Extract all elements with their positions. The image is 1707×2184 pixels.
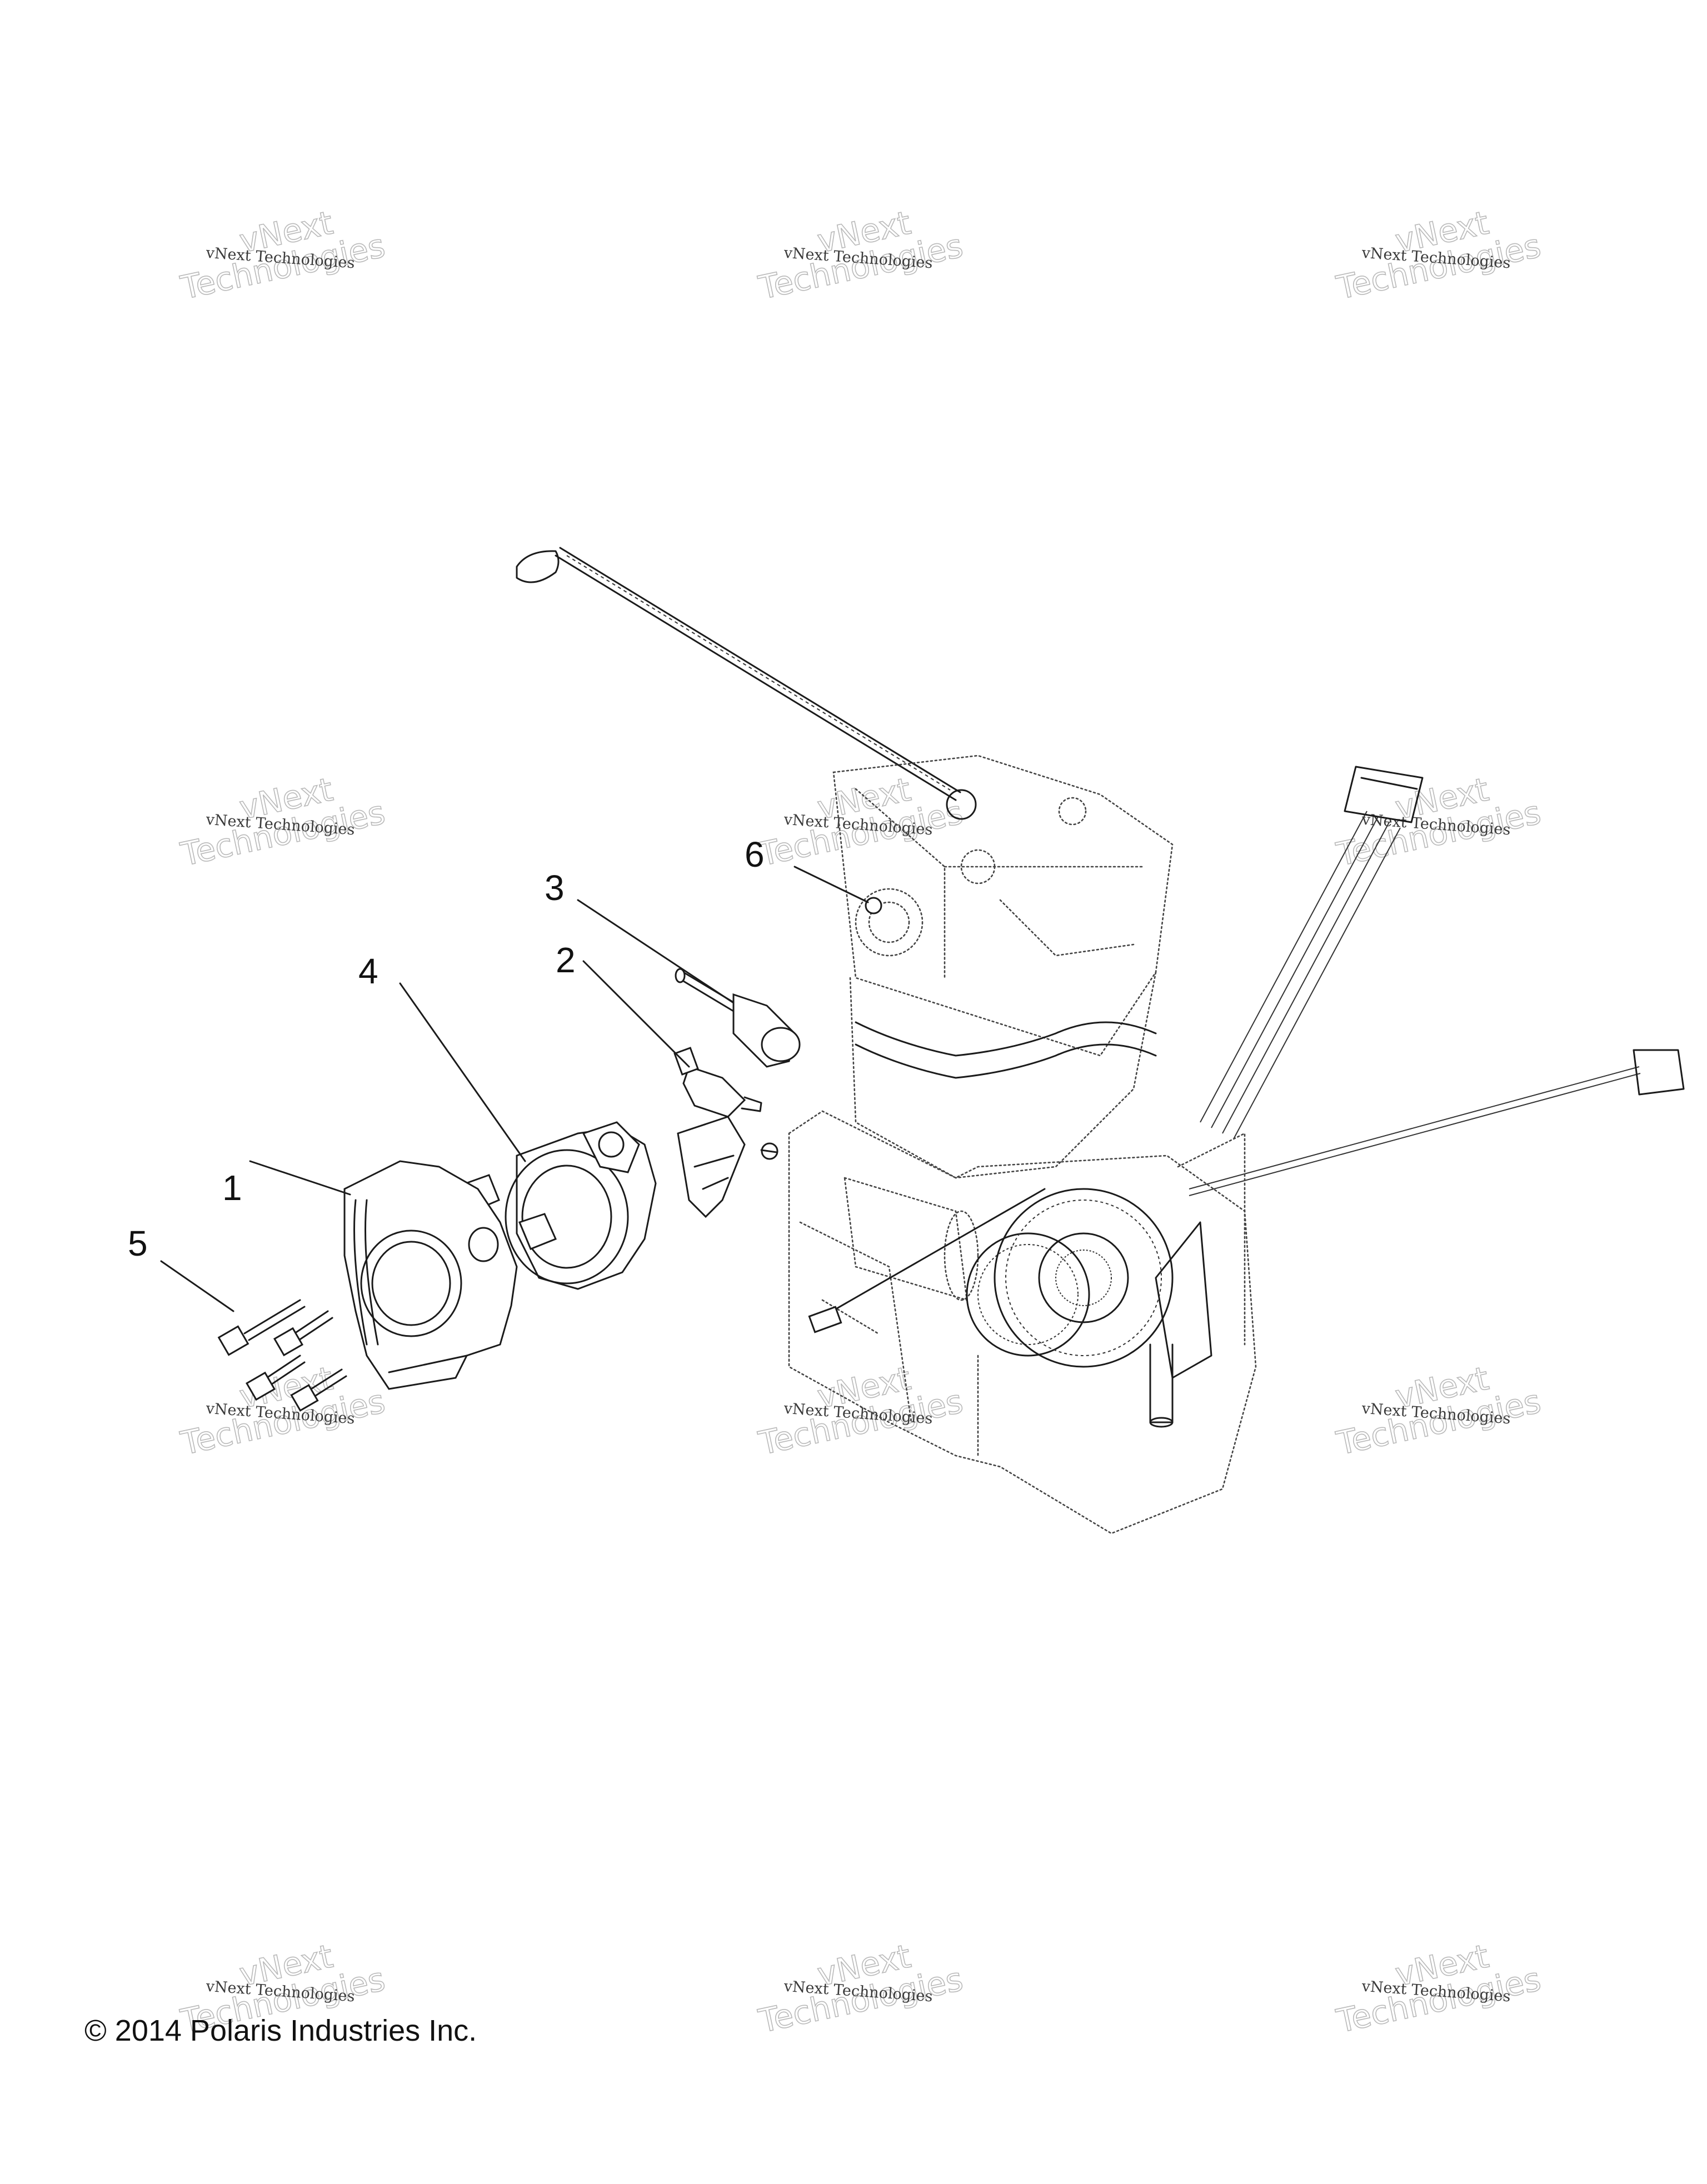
engine-assembly xyxy=(516,547,1685,1535)
part-2-injector xyxy=(582,960,762,1118)
callout-1: 1 xyxy=(222,1168,242,1208)
callout-4: 4 xyxy=(358,951,378,991)
part-5-bolts xyxy=(160,1260,347,1412)
part-1-throttle-body xyxy=(249,1160,518,1390)
part-4-adapter xyxy=(399,982,657,1290)
copyright-notice: © 2014 Polaris Industries Inc. xyxy=(84,2014,477,2047)
callout-3: 3 xyxy=(545,868,565,908)
callout-labels: 1 2 3 4 5 6 xyxy=(128,834,765,1263)
map-sensor xyxy=(677,1116,778,1218)
callout-6: 6 xyxy=(745,834,765,874)
part-6-fitting xyxy=(793,866,882,914)
part-3-sensor xyxy=(577,899,801,1068)
callout-2: 2 xyxy=(556,940,576,980)
callout-5: 5 xyxy=(128,1223,148,1263)
